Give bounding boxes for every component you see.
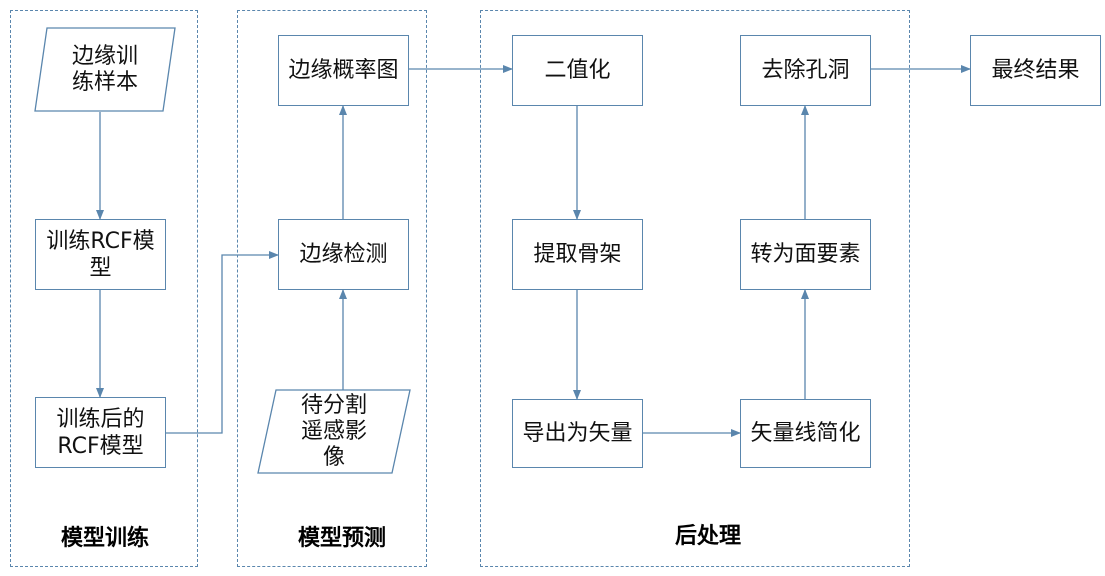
node-train-rcf: 训练RCF模型 (35, 219, 166, 290)
node-binarize: 二值化 (512, 35, 643, 106)
node-remove-holes: 去除孔洞 (740, 35, 871, 106)
node-final-result: 最终结果 (970, 35, 1101, 106)
node-extract-skeleton: 提取骨架 (512, 219, 643, 290)
node-to-polygon: 转为面要素 (740, 219, 871, 290)
parallelogram-shape (34, 27, 176, 112)
node-input-image: 待分割遥感影像 (257, 389, 411, 474)
group-postprocessing (480, 10, 910, 567)
node-input-image-label: 待分割遥感影像 (300, 392, 367, 470)
node-vector-simplify: 矢量线简化 (740, 399, 871, 468)
edge-trained-to-detect (165, 251, 279, 434)
node-trained-rcf: 训练后的RCF模型 (35, 397, 166, 468)
group-model-prediction (237, 10, 427, 567)
group-label-training: 模型训练 (60, 526, 150, 551)
group-label-postprocess: 后处理 (674, 524, 742, 549)
node-edge-detection: 边缘检测 (278, 219, 409, 290)
node-training-samples: 边缘训练样本 (34, 27, 176, 112)
node-export-vector: 导出为矢量 (512, 399, 643, 468)
group-label-prediction: 模型预测 (297, 526, 387, 551)
node-edge-probability-map: 边缘概率图 (278, 35, 409, 106)
group-model-training (10, 10, 198, 567)
node-training-samples-label: 边缘训练样本 (71, 43, 138, 95)
parallelogram-shape (257, 389, 411, 474)
